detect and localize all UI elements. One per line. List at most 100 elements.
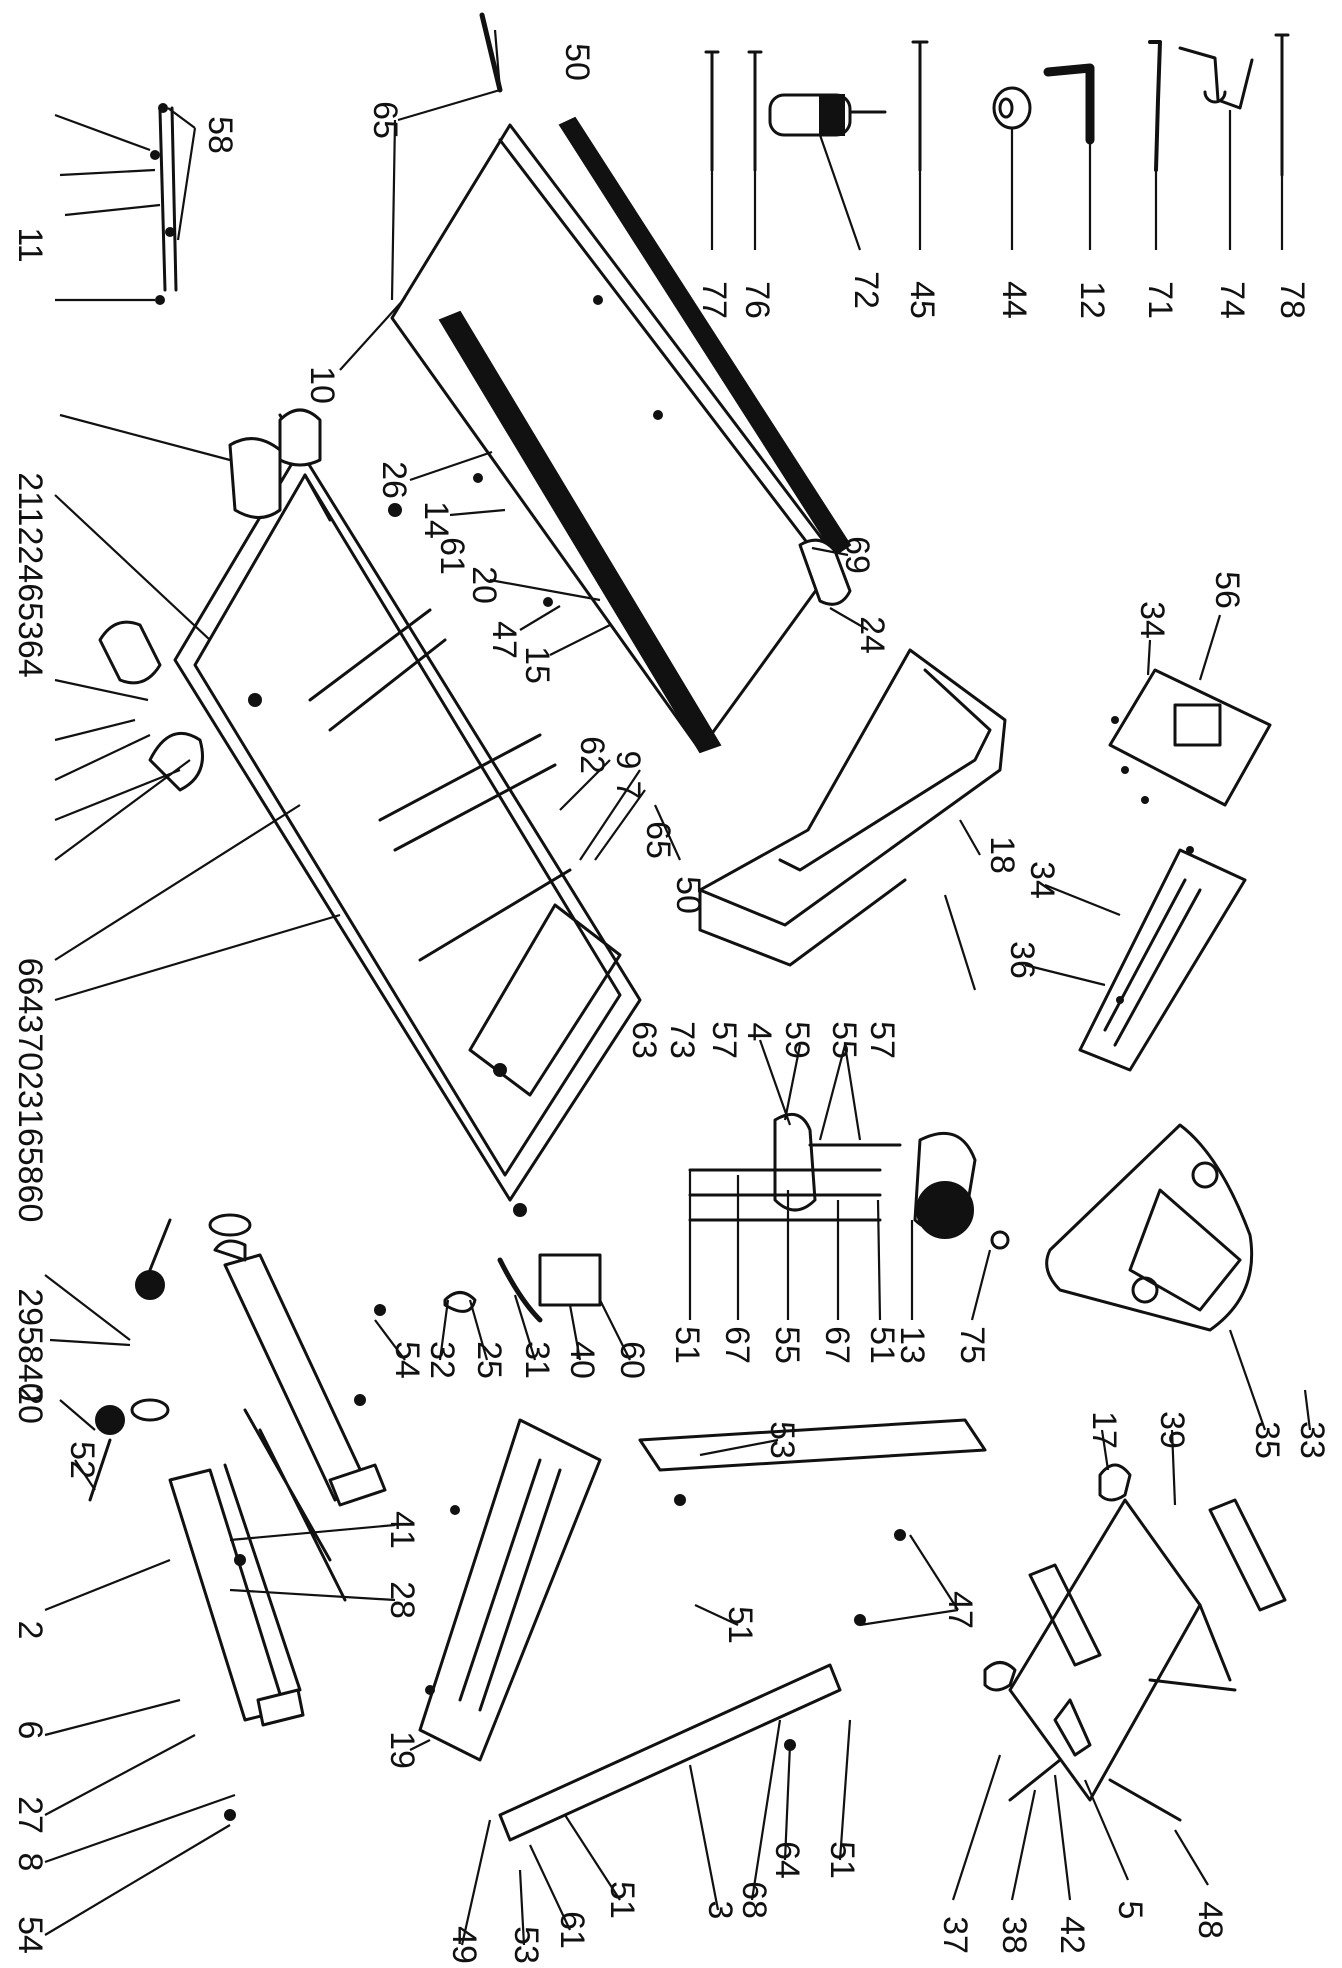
part-label-l24: 24 [853,616,891,654]
part-label-l57b: 57 [705,1021,743,1059]
part-label-l67a: 67 [718,1326,756,1364]
part-label-l42: 42 [1053,1916,1091,1954]
part-label-l12: 12 [1073,281,1111,319]
part-label-l26: 26 [375,461,413,499]
part-label-l49: 49 [445,1926,483,1964]
part-label-l76: 76 [738,281,776,319]
part-76-rod [747,50,763,172]
part-35-console-shell [1028,1123,1312,1667]
part-label-l8: 8 [11,1853,49,1872]
part-label-l37: 37 [936,1916,974,1954]
part-label-l55a: 55 [825,1021,863,1059]
part-label-l63: 63 [625,1021,663,1059]
part-label-l39: 39 [1153,1411,1191,1449]
main-frame [54,408,682,1217]
part-label-l11: 11 [11,227,49,262]
part-label-l48: 48 [1191,1901,1229,1939]
part-label-l3: 3 [701,1901,739,1920]
part-label-l61a: 61 [433,537,471,575]
part-49-tray [409,1418,602,1762]
part-label-l74: 74 [1213,281,1251,319]
motor-assembly [688,1039,1010,1321]
part-label-l4: 4 [740,1023,778,1042]
part-label-l19: 19 [383,1731,421,1769]
part-44-ring [992,86,1032,130]
part-label-l47a: 47 [485,621,523,659]
part-label-l2: 2 [11,1621,49,1640]
part-label-l28: 28 [383,1581,421,1619]
part-label-l65a: 65 [366,101,404,139]
part-label-l20: 20 [465,566,503,604]
part-label-l6: 6 [11,1721,49,1740]
part-label-l73: 73 [663,1021,701,1059]
part-label-l38: 38 [995,1916,1033,1954]
part-label-l50b: 50 [669,876,707,914]
part-label-l64: 64 [768,1841,806,1879]
part-label-l75: 75 [953,1326,991,1364]
part-label-l32: 32 [423,1341,461,1379]
base-frame [44,1213,406,1936]
upright-assembly [951,1429,1237,1901]
part-label-l69: 69 [838,536,876,574]
part-label-l67b: 67 [818,1326,856,1364]
part-label-l65b: 65 [639,821,677,859]
part-label-l51b: 51 [863,1326,901,1364]
part-label-l10: 10 [303,366,341,404]
part-label-l13: 13 [893,1326,931,1364]
part-11-side-rail [54,103,197,305]
part-label-l44: 44 [995,281,1033,319]
part-77-rod [704,50,720,172]
part-label-l5: 5 [1111,1901,1149,1920]
part-label-l50a: 50 [558,43,596,81]
part-label-l68: 68 [735,1881,773,1919]
part-label-l7: 7 [609,781,647,800]
part-label-l17: 17 [1085,1411,1123,1449]
part-label-l71: 71 [1141,281,1179,319]
part-label-l20b: 20 [11,1386,49,1424]
part-label-l47b: 47 [941,1591,979,1629]
part-label-l34a: 34 [1133,601,1171,639]
part-label-l53a: 53 [763,1421,801,1459]
part-label-l34b: 34 [1023,861,1061,899]
part-label-l15: 15 [518,646,556,684]
part-label-l52: 52 [63,1441,101,1479]
console-unit [1024,614,1272,1072]
part-label-l77: 77 [695,281,733,319]
part-label-l61b: 61 [553,1911,591,1949]
part-label-l41: 41 [383,1511,421,1549]
part-label-l51d: 51 [823,1841,861,1879]
part-label-l56: 56 [1208,571,1246,609]
part-label-l72: 72 [847,271,885,309]
part-label-l25: 25 [470,1341,508,1379]
part-label-l40: 40 [563,1341,601,1379]
part-label-l18: 18 [983,836,1021,874]
part-label-l62: 62 [573,736,611,774]
part-label-l36: 36 [1003,941,1041,979]
part-label-l33: 33 [1293,1421,1331,1459]
part-18-motor-hood [698,648,1007,991]
part-label-l27: 27 [11,1796,49,1834]
part-71-screwdriver [1148,40,1162,172]
part-12-wrench [1043,63,1095,145]
part-45-rod [911,40,929,172]
part-label-l60: 60 [613,1341,651,1379]
part-label-l9: 9 [609,751,647,770]
part-label-l31: 31 [518,1341,556,1379]
part-label-l57a: 57 [863,1021,901,1059]
part-label-l59: 59 [778,1021,816,1059]
part-label-l54a: 54 [388,1341,426,1379]
part-label-l51e: 51 [603,1881,641,1919]
part-label-l54b: 54 [11,1916,49,1954]
part-78-rod [1274,33,1290,177]
part-label-l53b: 53 [507,1926,545,1964]
running-deck [339,12,869,754]
part-72-motor [768,93,887,137]
part-label-l2958: 295840 [11,1288,49,1401]
part-label-l35: 35 [1248,1421,1286,1459]
part-label-l58: 58 [201,116,239,154]
part-label-l14: 14 [417,501,455,539]
part-label-l2112: 21122465364 [11,472,49,677]
part-label-l45: 45 [903,281,941,319]
